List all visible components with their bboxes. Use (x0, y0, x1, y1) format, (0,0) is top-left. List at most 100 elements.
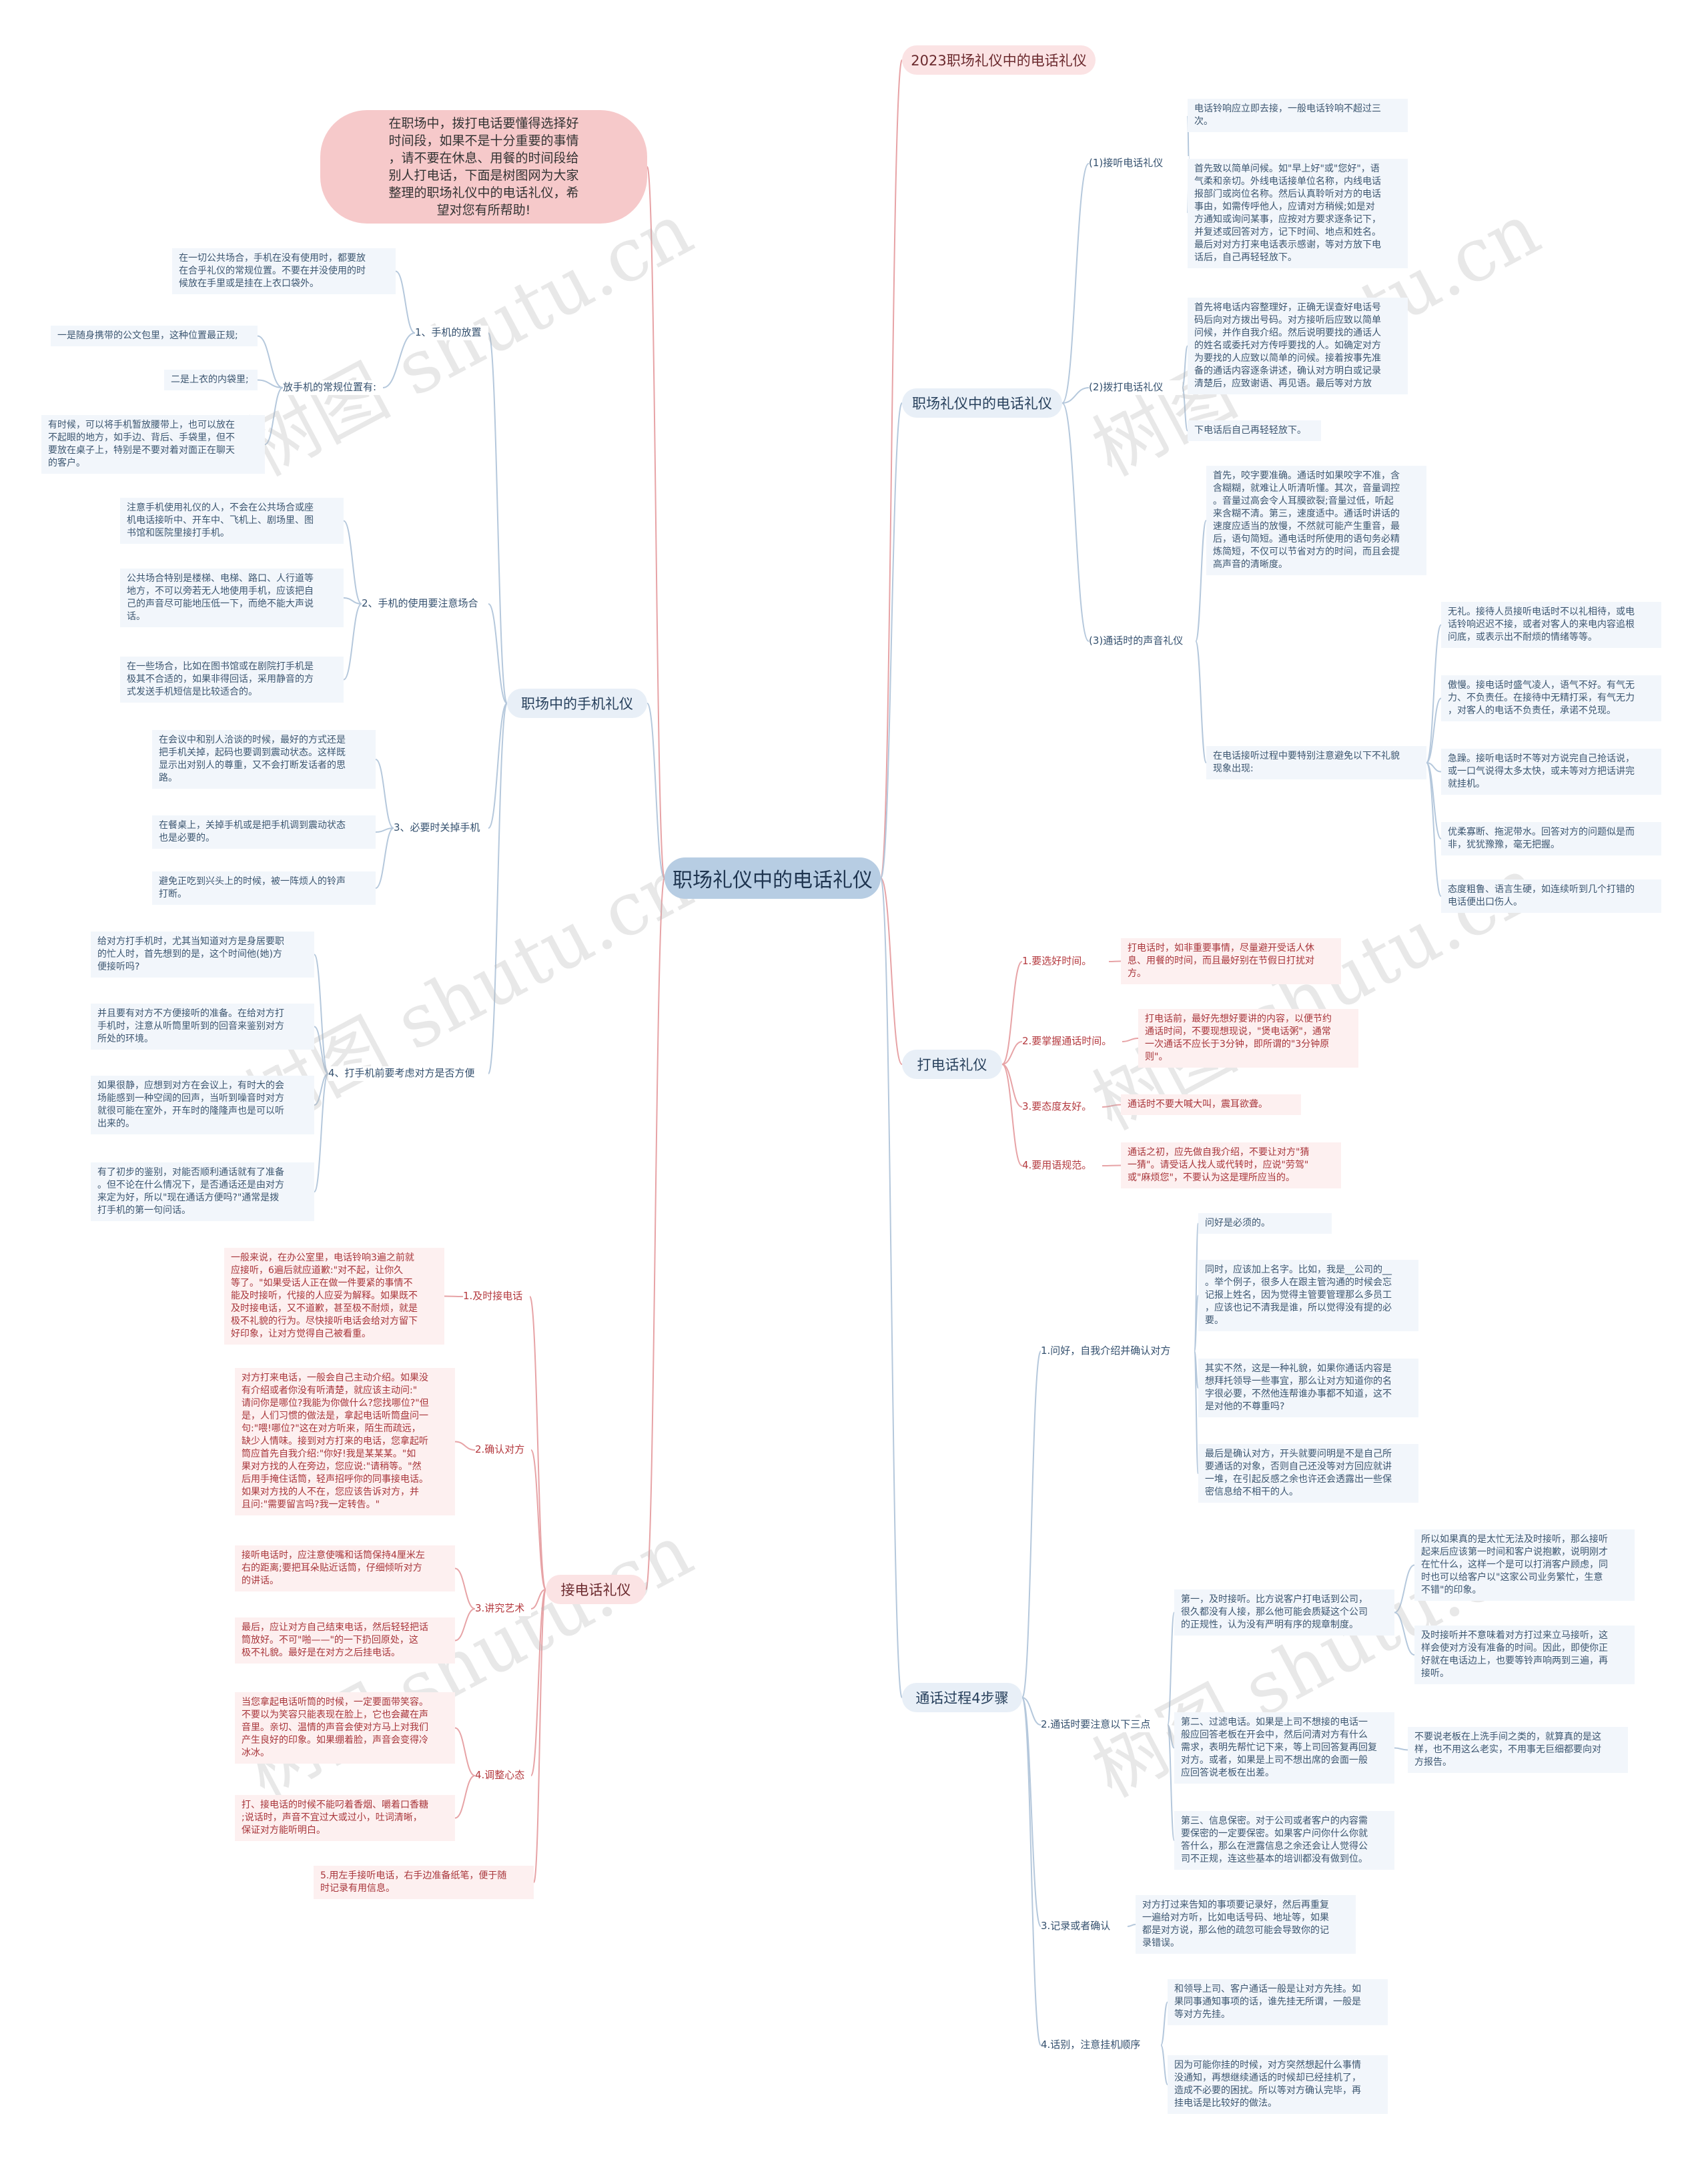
use-leaf-2: 公共场合特别是楼梯、电梯、路口、人行道等 地方，不可以旁若无人地使用手机，应该把… (120, 569, 344, 627)
call-language-leaf: 通话之初，应先做自我介绍，不要让对方"猜 一猜"。请受话人找人或代转时，应说"劳… (1121, 1142, 1341, 1188)
branch-phone[interactable]: 职场中的手机礼仪 (507, 689, 647, 718)
consider-leaf-3: 如果很静，应想到对方在会议上，有时大的会 场能感到一种空阔的回声，当听到噪音时对… (91, 1076, 314, 1134)
step1-label[interactable]: 1.问好，自我介绍并确认对方 (1041, 1344, 1194, 1359)
branch-2023[interactable]: 2023职场礼仪中的电话礼仪 (902, 45, 1096, 75)
step1-leaf-2: 同时，应该加上名字。比如，我是__公司的__ 。举个例子，很多人在跟主管沟通的时… (1198, 1260, 1418, 1331)
off-leaf-3: 避免正吃到兴头上的时候，被一阵烦人的铃声 打断。 (152, 871, 376, 905)
step1-leaf-4: 最后是确认对方，开头就要问明是不是自己所 要通话的对象，否则自己还没等对方回应就… (1198, 1444, 1418, 1503)
phone-use-label[interactable]: 2、手机的使用要注意场合 (362, 597, 488, 611)
connector (343, 520, 362, 605)
phone-consider-label[interactable]: 4、打手机前要考虑对方是否方便 (328, 1066, 488, 1081)
voice-etiquette-label[interactable]: (3)通话时的声音礼仪 (1089, 634, 1196, 649)
connector (375, 827, 394, 889)
connector (1195, 520, 1207, 642)
connector (488, 703, 508, 1074)
receive-art-leaf-1: 接听电话时，应注意使嘴和话筒保持4厘米左 右的距离;要把耳朵贴近话筒，仔细倾听对… (235, 1545, 455, 1591)
dial-leaf-1: 首先将电话内容整理好，正确无误查好电话号 码后向对方拨出号码。对方接听后应致以简… (1188, 298, 1408, 394)
off-leaf-1: 在会议中和别人洽谈的时候，最好的方式还是 把手机关掉，起码也要调到震动状态。这样… (152, 730, 376, 789)
call-duration-label[interactable]: 2.要掌握通话时间。 (1022, 1034, 1122, 1049)
connector (454, 1775, 476, 1819)
branch-steps[interactable]: 通话过程4步骤 (902, 1683, 1022, 1712)
branch-etiquette[interactable]: 职场礼仪中的电话礼仪 (902, 388, 1062, 418)
consider-leaf-2: 并且要有对方不方便接听的准备。在给对方打 手机时，注意从听筒里听到的回音来鉴别对… (91, 1004, 314, 1050)
call-attitude-leaf: 通话时不要大喊大叫，震耳欲聋。 (1121, 1094, 1301, 1115)
connector (1167, 1724, 1175, 1841)
connector (382, 332, 416, 388)
connector (647, 166, 665, 879)
phone-off-label[interactable]: 3、必要时关掉手机 (394, 821, 488, 835)
connector (530, 1589, 546, 1776)
connector (1001, 1064, 1023, 1166)
connector (454, 1608, 476, 1642)
connector (314, 1073, 329, 1106)
receive-mood-leaf-2: 打、接电话的时候不能叼着香烟、嚼着口香糖 ;说话时，声音不宜过大或过小，吐词清晰… (235, 1795, 455, 1841)
connector (1102, 1104, 1122, 1108)
root-node[interactable]: 职场礼仪中的电话礼仪 (665, 857, 881, 899)
connector (1001, 1041, 1023, 1065)
call-duration-leaf: 打电话前，最好先想好要讲的内容，以便节约 通话时间，不要现想现说，"煲电话粥"，… (1138, 1009, 1358, 1068)
rude-item-4: 优柔寡断、拖泥带水。回答对方的问题似是而 非，犹犹豫豫，毫无把握。 (1441, 822, 1661, 855)
connector (1127, 1924, 1136, 1927)
receive-mood-label[interactable]: 4.调整心态 (475, 1768, 531, 1783)
connector (1021, 1697, 1041, 2046)
rude-item-3: 急躁。接听电话时不等对方说完自己抢话说， 或一口气说得太多太快，或未等对方把话讲… (1441, 749, 1661, 795)
voice-leaf-2: 在电话接听过程中要特别注意避免以下不礼貌 现象出现: (1206, 746, 1426, 779)
place-sub-1: 一是随身携带的公文包里，这种位置最正规; (51, 326, 258, 346)
connector (375, 759, 394, 829)
branch-receive[interactable]: 接电话礼仪 (546, 1575, 646, 1604)
connector (533, 1589, 546, 1883)
connector (1394, 1611, 1415, 1656)
connector (1194, 1351, 1199, 1474)
connector (488, 603, 508, 704)
receive-confirm-label[interactable]: 2.确认对方 (475, 1443, 531, 1457)
connector (375, 827, 394, 833)
connector (488, 703, 508, 829)
step1-leaf-3: 其实不然，这是一种礼貌，如果你通话内容是 想拜托领导一些事宜，那么让对方知道你的… (1198, 1359, 1418, 1417)
connector (264, 387, 284, 445)
connector (530, 1449, 546, 1590)
connector (343, 597, 362, 605)
phone-place-label[interactable]: 1、手机的放置 (415, 326, 488, 340)
branch-call[interactable]: 打电话礼仪 (902, 1050, 1002, 1079)
receive-mood-leaf-1: 当您拿起电话听筒的时候，一定要面带笑容。 不要以为笑容只能表现在脸上，它也会藏在… (235, 1692, 455, 1764)
connector (1394, 1564, 1415, 1613)
connector (1061, 387, 1090, 404)
receive-timely-leaf: 一般来说，在办公室里，电话铃响3遍之前就 应接听，6遍后就应道歉:"对不起，让你… (224, 1248, 444, 1345)
step3-leaf: 对方打过来告知的事项要记录好，然后再重复 一遍给对方听，比如电话号码、地址等，如… (1136, 1895, 1356, 1954)
step2-label[interactable]: 2.通话时要注意以下三点 (1041, 1718, 1168, 1732)
connector (395, 270, 416, 334)
step4-label[interactable]: 4.话别，注意挂机顺序 (1041, 2038, 1161, 2053)
connector (454, 1727, 476, 1776)
call-time-label[interactable]: 1.要选好时间。 (1022, 954, 1109, 969)
step3-label[interactable]: 3.记录或者确认 (1041, 1919, 1128, 1934)
rude-item-1: 无礼。接待人员接听电话时不以礼相待，或电 话铃响迟迟不接，或者对客人的来电内容追… (1441, 602, 1661, 648)
connector (454, 1441, 476, 1451)
step2-first: 第一，及时接听。比方说客户打电话到公司， 很久都没有人接，那么他可能会质疑这个公… (1174, 1589, 1394, 1636)
use-leaf-3: 在一些场合，比如在图书馆或在剧院打手机是 极其不合适的，如果非得回话，采用静音的… (120, 657, 344, 703)
voice-leaf-1: 首先，咬字要准确。通话时如果咬字不准，含 含糊糊，就难让人听清听懂。其次，音量调… (1206, 466, 1426, 575)
step2-third: 第三、信息保密。对于公司或者客户的内容需 要保密的一定要保密。如果客户问你什么你… (1174, 1811, 1394, 1870)
answer-leaf-1: 电话铃响应立即去接，一般电话铃响不超过三 次。 (1188, 99, 1408, 132)
call-time-leaf: 打电话时，如非重要事情，尽量避开受话人休 息、用餐的时间，而且最好别在节假日打扰… (1121, 938, 1341, 984)
connector (1194, 1295, 1199, 1352)
place-sub-label[interactable]: 放手机的常规位置有: (283, 380, 383, 395)
receive-timely-label[interactable]: 1.及时接电话 (463, 1289, 530, 1304)
answer-etiquette-label[interactable]: (1)接听电话礼仪 (1089, 156, 1189, 171)
connector (488, 332, 508, 704)
step2-second: 第二、过滤电话。如果是上司不想接的电话一 般应回答老板在开会中，然后问清对方有什… (1174, 1712, 1394, 1784)
rude-item-2: 傲慢。接电话时盛气凌人，语气不好。有气无 力、不负责任。在接待中无精打采，有气无… (1441, 675, 1661, 721)
call-language-label[interactable]: 4.要用语规范。 (1022, 1158, 1102, 1173)
step4-leaf-1: 和领导上司、客户通话一般是让对方先挂。如 果同事通知事项的话，谁先挂无所谓，一般… (1168, 1979, 1388, 2025)
dial-etiquette-label[interactable]: (2)拨打电话礼仪 (1089, 380, 1182, 395)
call-attitude-label[interactable]: 3.要态度友好。 (1022, 1100, 1102, 1114)
connector (1160, 2001, 1168, 2046)
connector (1195, 641, 1207, 763)
receive-left-hand[interactable]: 5.用左手接听电话，右手边准备纸笔，便于随 时记录有用信息。 (314, 1866, 534, 1899)
receive-art-label[interactable]: 3.讲究艺术 (475, 1601, 531, 1616)
step2-second-sub: 不要说老板在上洗手间之类的，就算真的是这 样，也不用这么老实，不用事无巨细都要向… (1408, 1727, 1628, 1773)
connector (314, 1073, 329, 1192)
connector (314, 954, 329, 1074)
intro-bubble: 在职场中，拨打电话要懂得选择好 时间段，如果不是十分重要的事情 ，请不要在休息、… (320, 110, 647, 224)
